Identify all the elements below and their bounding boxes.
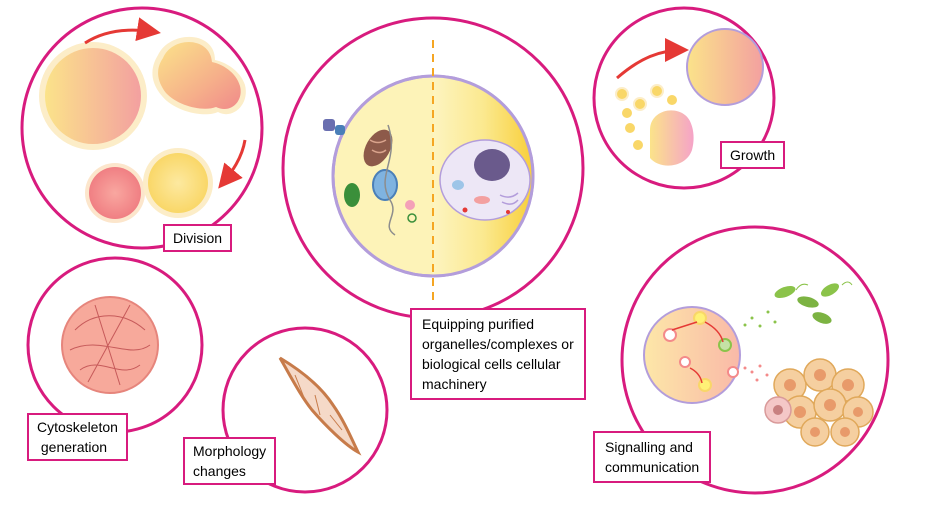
cytoskeleton-panel xyxy=(26,256,204,434)
bacterium-icon xyxy=(774,285,796,299)
tissue-cells-icon xyxy=(764,358,874,447)
cytoskeleton-cell xyxy=(61,296,159,394)
signalling-cell xyxy=(643,306,741,404)
growth-label: Growth xyxy=(720,141,786,169)
division-arrow-top xyxy=(84,17,161,45)
growth-grown-cell xyxy=(686,28,764,106)
division-label: Division xyxy=(163,224,233,252)
division-daughter-yellow xyxy=(148,153,208,213)
mitochondrion-icon xyxy=(363,129,393,167)
division-panel xyxy=(20,6,264,250)
cytoskeleton-label: Cytoskeleton generation xyxy=(27,413,128,461)
elongated-cell xyxy=(278,356,362,456)
signalling-panel xyxy=(620,225,890,495)
division-daughter-pink xyxy=(89,167,141,219)
division-splitting-cell xyxy=(158,41,241,110)
equipping-label: Equipping purified organelles/complexes … xyxy=(410,308,586,400)
signal-paths xyxy=(671,321,724,384)
growth-arrow xyxy=(616,38,689,80)
actin-filaments-icon xyxy=(69,304,151,386)
division-parent-cell xyxy=(45,48,141,144)
equipping-panel xyxy=(281,16,585,320)
chloroplast-icon xyxy=(344,183,360,207)
signalling-label: Signalling and communication xyxy=(593,431,712,483)
dna-strand-icon xyxy=(384,124,396,236)
growth-budding-cell xyxy=(650,110,694,166)
growth-particle xyxy=(615,87,629,101)
division-arrow-right xyxy=(218,139,247,189)
morphology-label: Morphology changes xyxy=(183,437,277,485)
membrane-protein-icon xyxy=(323,119,335,131)
nucleus-icon xyxy=(474,149,510,181)
